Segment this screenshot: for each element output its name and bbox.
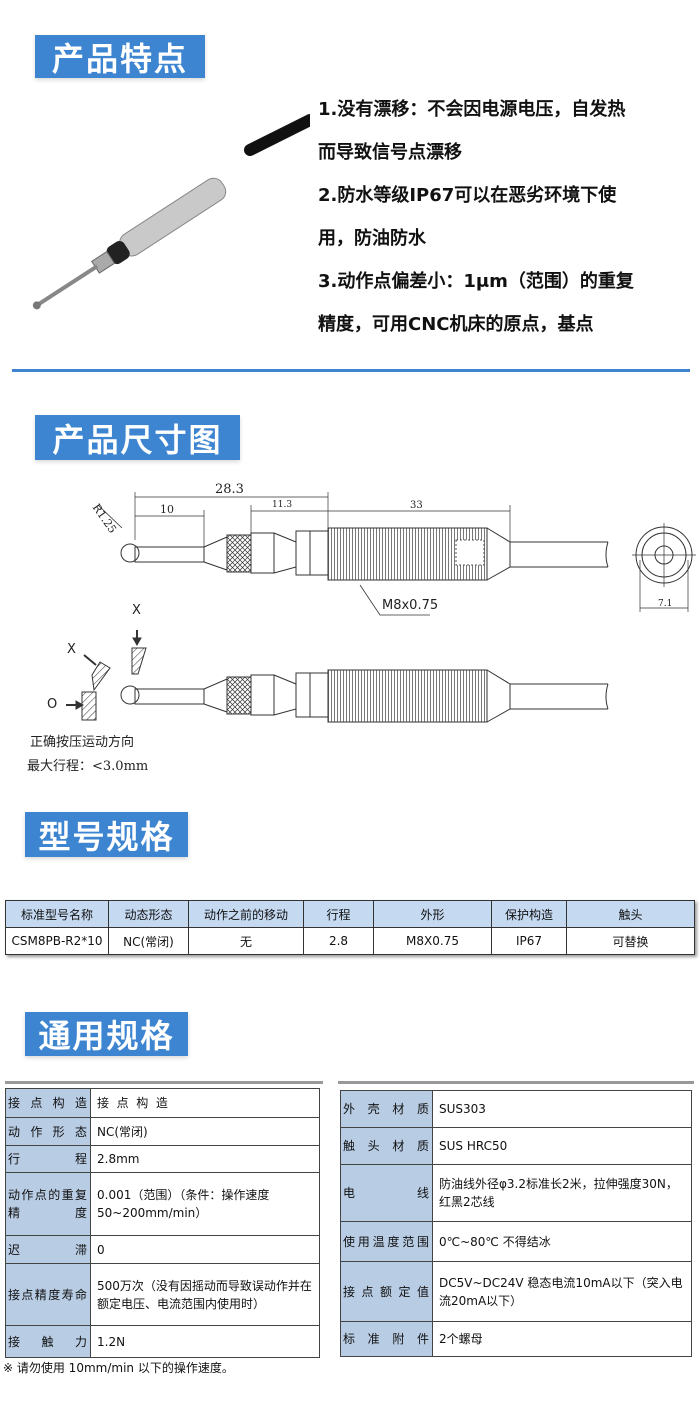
dimension-drawing [66, 492, 696, 723]
table-header: 触头 [566, 900, 695, 928]
feature-line: 而导致信号点漂移 [318, 142, 462, 163]
table-header: 动态形态 [108, 900, 189, 928]
thread-label: M8x0.75 [382, 598, 439, 613]
spec-value: 1.2N [90, 1325, 320, 1358]
spec-value: NC(常闭) [90, 1117, 320, 1146]
table-header: 动作之前的移动 [188, 900, 304, 928]
table-cell: NC(常闭) [108, 927, 189, 955]
spec-value: 500万次（没有因摇动而导致误动作并在额定电压、电流范围内使用时） [90, 1263, 320, 1326]
dim-7-1: 7.1 [658, 599, 673, 609]
max-stroke-note: 最大行程：<3.0mm [27, 759, 149, 774]
section-title-model: 型号规格 [25, 812, 188, 857]
spec-value: 0℃~80℃ 不得结冰 [432, 1221, 692, 1262]
table-cell: M8X0.75 [373, 927, 492, 955]
spec-value: 接 点 构 造 [90, 1088, 320, 1118]
label-x-vertical: X [132, 603, 141, 618]
spec-label: 接点精度寿命 [5, 1263, 91, 1326]
feature-line: 精度，可用CNC机床的原点，基点 [318, 314, 594, 335]
section-title-dimensions: 产品尺寸图 [35, 415, 240, 460]
press-direction-note: 正确按压运动方向 [30, 735, 135, 750]
spec-label: 接点额定值 [340, 1261, 433, 1322]
divider [338, 1081, 694, 1084]
spec-label: 触头材质 [340, 1127, 433, 1165]
spec-value: 防油线外径φ3.2标准长2米，拉伸强度30N，红黑2芯线 [432, 1164, 692, 1222]
dim-28-3: 28.3 [215, 482, 244, 497]
spec-value: SUS HRC50 [432, 1127, 692, 1165]
feature-line: 1.没有漂移：不会因电源电压，自发热 [318, 99, 626, 120]
table-header: 行程 [303, 900, 374, 928]
spec-label: 接触力 [5, 1325, 91, 1358]
table-header-row: 标准型号名称 动态形态 动作之前的移动 行程 外形 保护构造 触头 [5, 900, 695, 928]
spec-value: 0.001（范围）（条件：操作速度50~200mm/min） [90, 1172, 320, 1236]
spec-value: 2.8mm [90, 1145, 320, 1173]
feature-line: 2.防水等级IP67可以在恶劣环境下使 [318, 185, 617, 206]
feature-line: 用，防油防水 [318, 228, 426, 249]
spec-label: 迟滞 [5, 1235, 91, 1264]
label-o: O [47, 697, 58, 712]
table-cell: IP67 [491, 927, 567, 955]
table-row: 电线防油线外径φ3.2标准长2米，拉伸强度30N，红黑2芯线 [340, 1164, 692, 1222]
section-title-general: 通用规格 [25, 1012, 188, 1056]
spec-value: 0 [90, 1235, 320, 1264]
divider [5, 1081, 323, 1084]
dim-33: 33 [410, 500, 423, 511]
table-header: 保护构造 [491, 900, 567, 928]
spec-value: DC5V~DC24V 稳态电流10mA以下（突入电流20mA以下） [432, 1261, 692, 1322]
probe-photo [32, 114, 310, 310]
spec-label: 标准附件 [340, 1321, 433, 1357]
usage-note: ※ 请勿使用 10mm/min 以下的操作速度。 [3, 1361, 234, 1375]
dim-11-3: 11.3 [272, 500, 293, 510]
table-cell: 无 [188, 927, 304, 955]
table-row: CSM8PB-R2*10 NC(常闭) 无 2.8 M8X0.75 IP67 可… [5, 927, 695, 955]
feature-list: 1.没有漂移：不会因电源电压，自发热 而导致信号点漂移 2.防水等级IP67可以… [318, 88, 634, 346]
spec-value: SUS303 [432, 1090, 692, 1128]
spec-label: 行程 [5, 1145, 91, 1173]
table-row: 接点构造接 点 构 造 [5, 1088, 320, 1118]
table-header: 外形 [373, 900, 492, 928]
table-header: 标准型号名称 [5, 900, 109, 928]
table-cell: CSM8PB-R2*10 [5, 927, 109, 955]
label-x-angled: X [67, 642, 76, 657]
spec-label: 电线 [340, 1164, 433, 1222]
spec-label: 接点构造 [5, 1088, 91, 1118]
table-cell: 可替换 [566, 927, 695, 955]
spec-label: 动作点的重复精度 [5, 1172, 91, 1236]
section-title-features: 产品特点 [35, 35, 205, 78]
feature-line: 3.动作点偏差小：1μm（范围）的重复 [318, 271, 634, 292]
divider [12, 369, 690, 372]
spec-label: 动作形态 [5, 1117, 91, 1146]
spec-value: 2个螺母 [432, 1321, 692, 1357]
dim-10: 10 [160, 503, 174, 516]
table-cell: 2.8 [303, 927, 374, 955]
spec-label: 使用温度范围 [340, 1221, 433, 1262]
model-table: 标准型号名称 动态形态 动作之前的移动 行程 外形 保护构造 触头 CSM8PB… [5, 900, 695, 955]
spec-label: 外壳材质 [340, 1090, 433, 1128]
